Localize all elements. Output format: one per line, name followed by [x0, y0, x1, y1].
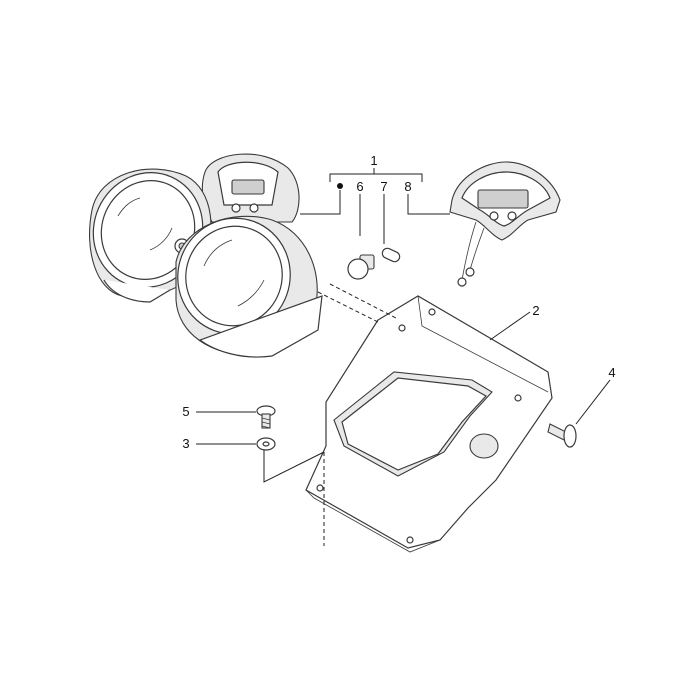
mounting-bracket	[305, 295, 553, 553]
leader-lines	[196, 168, 611, 546]
callout-1: 1	[370, 153, 377, 168]
digital-display-unit	[449, 161, 561, 287]
instrument-cluster	[89, 153, 323, 358]
callout-5: 5	[182, 404, 189, 419]
screw-5	[256, 405, 276, 429]
callout-6: 6	[356, 179, 363, 194]
washer-3	[256, 437, 276, 451]
callout-4: 4	[608, 365, 615, 380]
screw-4	[547, 423, 577, 448]
callout-2: 2	[532, 303, 539, 318]
callout-3: 3	[182, 436, 189, 451]
bulb-small	[381, 247, 401, 263]
bulb-large	[347, 254, 375, 280]
callout-8: 8	[404, 179, 411, 194]
callout-7: 7	[380, 179, 387, 194]
